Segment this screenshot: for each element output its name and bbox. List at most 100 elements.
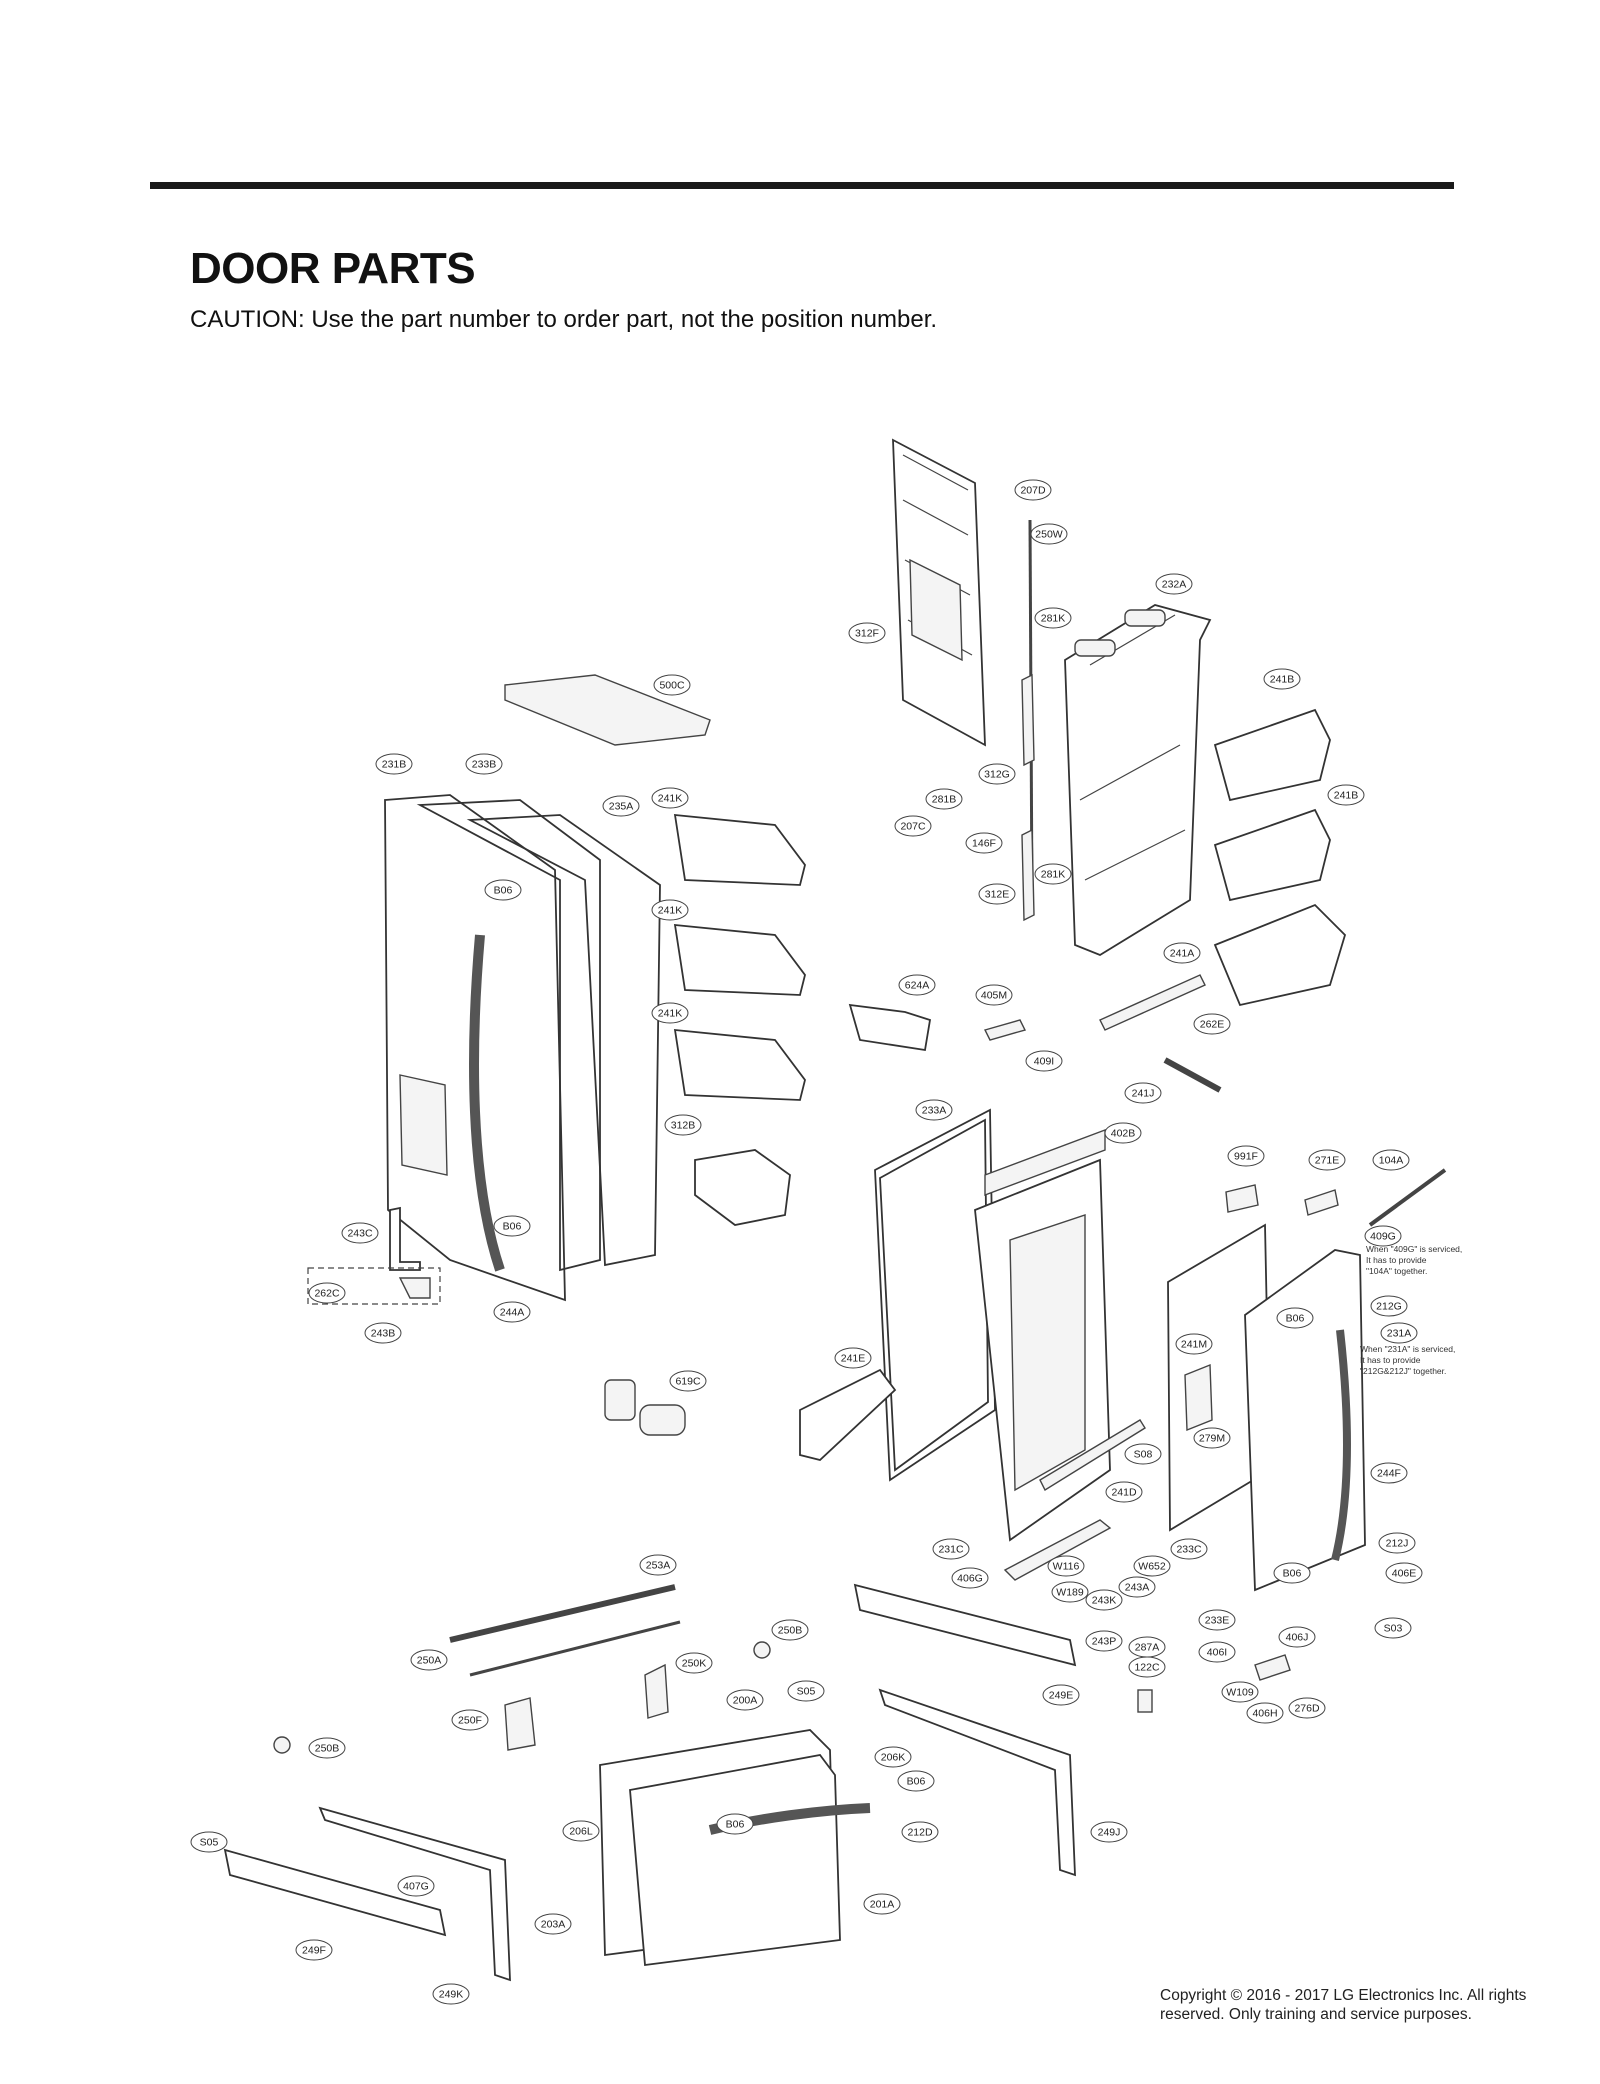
callout-233b: 233B xyxy=(465,753,503,775)
svg-text:406I: 406I xyxy=(1207,1647,1227,1659)
callout-s05: S05 xyxy=(190,1831,228,1853)
svg-text:249J: 249J xyxy=(1098,1827,1121,1839)
callout-b06: B06 xyxy=(493,1215,531,1237)
callout-500c: 500C xyxy=(653,674,691,696)
svg-text:244F: 244F xyxy=(1377,1468,1401,1480)
tool-262e xyxy=(1163,1057,1222,1093)
svg-text:212G: 212G xyxy=(1376,1301,1402,1313)
svg-text:249K: 249K xyxy=(439,1989,464,2001)
callout-241b: 241B xyxy=(1263,668,1301,690)
callout-b06: B06 xyxy=(897,1770,935,1792)
caution-text: CAUTION: Use the part number to order pa… xyxy=(190,306,938,333)
svg-text:281K: 281K xyxy=(1041,869,1066,881)
copyright-notice: Copyright © 2016 - 2017 LG Electronics I… xyxy=(1160,1987,1527,2023)
slide-406g xyxy=(1003,1519,1112,1581)
svg-text:B06: B06 xyxy=(1283,1568,1302,1580)
callout-104a: 104A xyxy=(1372,1149,1410,1171)
svg-text:312F: 312F xyxy=(855,628,879,640)
svg-text:991F: 991F xyxy=(1234,1151,1258,1163)
svg-text:212J: 212J xyxy=(1386,1538,1409,1550)
callout-279m: 279M xyxy=(1193,1427,1231,1449)
svg-text:B06: B06 xyxy=(1286,1313,1305,1325)
callout-249j: 249J xyxy=(1090,1821,1128,1843)
water-valve-619c xyxy=(604,1379,686,1436)
callout-271e: 271E xyxy=(1308,1149,1346,1171)
dashed-group xyxy=(307,1267,441,1305)
svg-text:It has to provide: It has to provide xyxy=(1366,1255,1427,1265)
svg-text:When "231A" is serviced,: When "231A" is serviced, xyxy=(1360,1344,1455,1354)
svg-text:241K: 241K xyxy=(658,793,683,805)
header-rule xyxy=(150,182,1454,189)
svg-text:407G: 407G xyxy=(403,1881,429,1893)
svg-text:281K: 281K xyxy=(1041,613,1066,625)
bracket-241m xyxy=(1184,1363,1213,1432)
svg-text:312G: 312G xyxy=(984,769,1010,781)
svg-text:207D: 207D xyxy=(1020,485,1046,497)
svg-text:104A: 104A xyxy=(1379,1155,1404,1167)
callout-201a: 201A xyxy=(863,1893,901,1915)
svg-text:S05: S05 xyxy=(200,1837,219,1849)
callout-406g: 406G xyxy=(951,1567,989,1589)
svg-text:241A: 241A xyxy=(1170,948,1195,960)
svg-text:207C: 207C xyxy=(900,821,926,833)
svg-text:241D: 241D xyxy=(1111,1487,1137,1499)
svg-text:233A: 233A xyxy=(922,1105,947,1117)
svg-text:S03: S03 xyxy=(1384,1623,1403,1635)
svg-text:243K: 243K xyxy=(1092,1595,1117,1607)
callout-243p: 243P xyxy=(1085,1630,1123,1652)
callout-241k: 241K xyxy=(651,1002,689,1024)
callout-312g: 312G xyxy=(978,763,1016,785)
svg-text:262E: 262E xyxy=(1200,1019,1225,1031)
filter-624a xyxy=(848,1003,932,1052)
callout-206l: 206L xyxy=(562,1820,600,1842)
callout-b06: B06 xyxy=(716,1813,754,1835)
svg-text:146F: 146F xyxy=(972,838,996,850)
strip-104a xyxy=(1368,1168,1447,1227)
svg-text:It has to provide: It has to provide xyxy=(1360,1355,1421,1365)
bracket-312b xyxy=(694,1149,791,1226)
callout-200a: 200A xyxy=(726,1689,764,1711)
svg-text:B06: B06 xyxy=(907,1776,926,1788)
svg-text:235A: 235A xyxy=(609,801,634,813)
svg-text:279M: 279M xyxy=(1199,1433,1225,1445)
svg-text:312E: 312E xyxy=(985,889,1010,901)
callout-241k: 241K xyxy=(651,899,689,921)
callout-250w: 250W xyxy=(1030,523,1068,545)
callout-244a: 244A xyxy=(493,1301,531,1323)
callout-212j: 212J xyxy=(1378,1532,1416,1554)
svg-text:249E: 249E xyxy=(1049,1690,1074,1702)
callout-262e: 262E xyxy=(1193,1013,1231,1035)
callout-624a: 624A xyxy=(898,974,936,996)
svg-text:W109: W109 xyxy=(1226,1687,1254,1699)
svg-text:241B: 241B xyxy=(1270,674,1295,686)
gear-250b-right xyxy=(753,1641,771,1659)
svg-text:243C: 243C xyxy=(347,1228,373,1240)
callout-249f: 249F xyxy=(295,1939,333,1961)
callout-s03: S03 xyxy=(1374,1617,1412,1639)
callout-243a: 243A xyxy=(1118,1576,1156,1598)
callout-241b: 241B xyxy=(1327,784,1365,806)
svg-text:S08: S08 xyxy=(1134,1449,1153,1461)
svg-text:212D: 212D xyxy=(907,1827,933,1839)
callout-405m: 405M xyxy=(975,984,1013,1006)
svg-text:233E: 233E xyxy=(1205,1615,1230,1627)
hinge-cover-500c xyxy=(504,674,711,746)
svg-text:241K: 241K xyxy=(658,1008,683,1020)
svg-text:250K: 250K xyxy=(682,1658,707,1670)
svg-text:253A: 253A xyxy=(646,1560,671,1572)
door-bins-241k xyxy=(673,813,806,1101)
rail-249j xyxy=(878,1688,1076,1877)
callout-250b: 250B xyxy=(308,1737,346,1759)
callout-203a: 203A xyxy=(534,1913,572,1935)
svg-text:262C: 262C xyxy=(314,1288,340,1300)
svg-text:243B: 243B xyxy=(371,1328,396,1340)
callout-276d: 276D xyxy=(1288,1697,1326,1719)
hinge-276d xyxy=(1254,1654,1291,1681)
rail-249e xyxy=(853,1583,1077,1667)
callout-281k: 281K xyxy=(1034,863,1072,885)
hinge-243b xyxy=(398,1277,431,1299)
callout-207d: 207D xyxy=(1014,479,1052,501)
svg-text:203A: 203A xyxy=(541,1919,566,1931)
callout-619c: 619C xyxy=(669,1370,707,1392)
